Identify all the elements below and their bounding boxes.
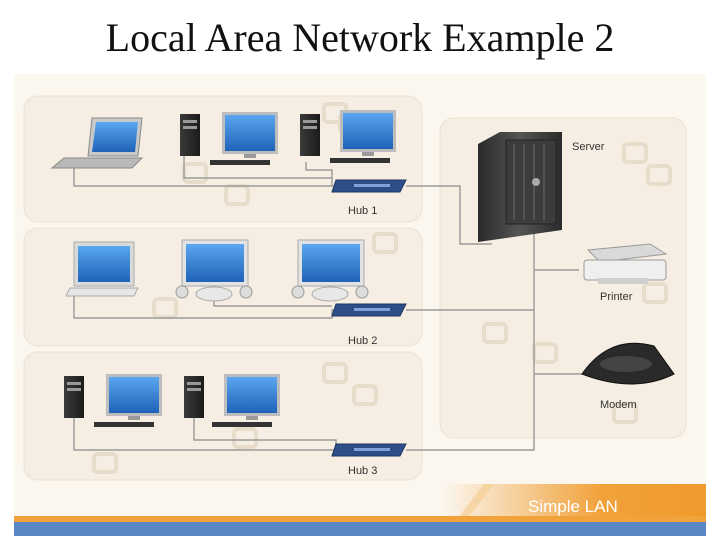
laptop-icon	[65, 241, 139, 297]
monitor-icon	[210, 112, 278, 165]
hub-icon	[331, 443, 407, 457]
imac-icon	[175, 239, 253, 302]
server-label: Server	[572, 141, 605, 153]
hub-icon	[331, 303, 407, 317]
modem-label: Modem	[600, 399, 637, 411]
server-icon	[478, 132, 562, 242]
desktop-tower-icon	[180, 114, 200, 156]
modem-icon	[581, 342, 675, 385]
banner-text: Simple LAN	[528, 497, 618, 516]
simple-lan-banner	[14, 484, 706, 536]
monitor-icon	[330, 110, 396, 163]
hub-2-label: Hub 2	[348, 335, 377, 347]
printer-label: Printer	[600, 291, 633, 303]
printer-icon	[583, 243, 668, 284]
monitor-icon	[212, 374, 280, 427]
page-title: Local Area Network Example 2	[105, 15, 615, 60]
hub-3-label: Hub 3	[348, 465, 377, 477]
desktop-tower-icon	[64, 376, 84, 418]
hub-icon	[331, 179, 407, 193]
desktop-tower-icon	[184, 376, 204, 418]
imac-icon	[291, 239, 369, 302]
hub-1-label: Hub 1	[348, 205, 377, 217]
desktop-tower-icon	[300, 114, 320, 156]
monitor-icon	[94, 374, 162, 427]
lan-diagram: Hub 1 Hub 2	[14, 74, 706, 536]
laptop-icon	[50, 117, 144, 169]
